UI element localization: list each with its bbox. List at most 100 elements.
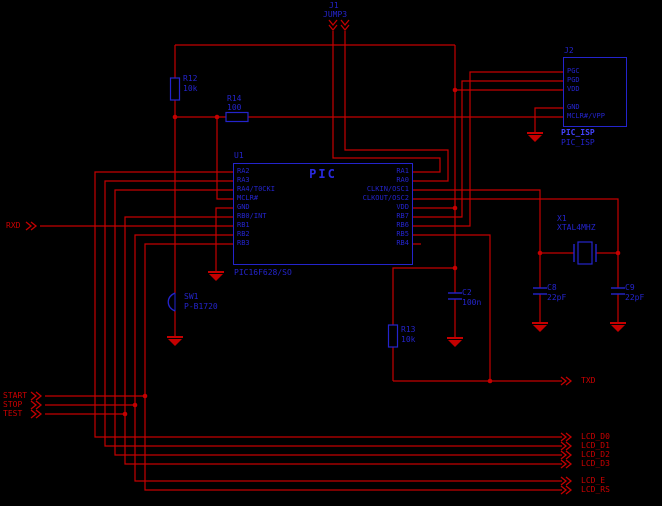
pic-pin-rb0: RB0/INT [237, 212, 267, 220]
pic-pin-osc1: CLKIN/OSC1 [366, 185, 409, 193]
pic-pin-gnd: GND [237, 203, 250, 211]
c9-ref: C9 [625, 283, 635, 292]
pic-pin-rb7: RB7 [396, 212, 409, 220]
port-chevron-icon[interactable] [560, 485, 573, 495]
c2-value: 100n [462, 298, 482, 307]
c8-ref: C8 [547, 283, 557, 292]
wire[interactable] [124, 216, 562, 465]
wire[interactable] [215, 207, 233, 272]
wire[interactable] [94, 171, 562, 438]
port-chevron-icon[interactable] [340, 19, 350, 32]
isp-name-bold: PIC_ISP [561, 128, 595, 137]
port-chevron-icon[interactable] [25, 221, 38, 231]
port-label-lcd-d0: LCD_D0 [581, 432, 610, 441]
port-label-stop: STOP [3, 400, 23, 409]
wire[interactable] [413, 198, 619, 288]
r13-value: 10k [401, 335, 416, 344]
port-chevron-icon[interactable] [560, 476, 573, 486]
isp-pin-vdd: VDD [567, 85, 580, 93]
port-label-lcd-e: LCD_E [581, 476, 606, 485]
pic-pin-rb3: RB3 [237, 239, 250, 247]
port-label-lcd-d3: LCD_D3 [581, 459, 610, 468]
pic-pin-rb1: RB1 [237, 221, 250, 229]
ground-symbol [448, 340, 462, 347]
pic-designator: U1 [234, 151, 244, 160]
port-chevron-icon[interactable] [560, 450, 573, 460]
pic-pin-mclr: MCLR# [237, 194, 259, 202]
pic-pin-rb5: RB5 [396, 230, 409, 238]
isp-pin-pgc: PGC [567, 67, 580, 75]
junction-dot [487, 378, 493, 384]
port-label-start: START [3, 391, 28, 400]
isp-connector-body[interactable] [563, 57, 627, 127]
pic-pin-rb2: RB2 [237, 230, 250, 238]
wire[interactable] [413, 71, 563, 227]
wire[interactable] [344, 31, 449, 182]
wire[interactable] [104, 180, 562, 447]
ground-symbol [209, 274, 223, 281]
r12-value: 10k [183, 84, 198, 93]
port-label-lcd-d2: LCD_D2 [581, 450, 610, 459]
c9-value: 22pF [625, 293, 645, 302]
ground-symbol [533, 325, 547, 332]
junction-dot [452, 265, 458, 271]
jumper-designator: J1 [329, 1, 339, 10]
port-chevron-icon[interactable] [328, 19, 338, 32]
resistor-symbol[interactable] [225, 111, 249, 123]
wire[interactable] [134, 234, 562, 482]
port-chevron-icon[interactable] [560, 376, 573, 386]
wire[interactable] [144, 243, 562, 491]
ground-symbol [168, 339, 182, 346]
wire[interactable] [534, 107, 563, 133]
pic-pin-rb6: RB6 [396, 221, 409, 229]
jumper-label: JUMP3 [323, 10, 348, 19]
ground-symbol [528, 135, 542, 142]
port-label-lcd-d1: LCD_D1 [581, 441, 610, 450]
junction-dot [172, 114, 178, 120]
port-chevron-icon[interactable] [560, 459, 573, 469]
junction-dot [214, 114, 220, 120]
c2-ref: C2 [462, 288, 472, 297]
port-chevron-icon[interactable] [30, 400, 43, 410]
port-chevron-icon[interactable] [30, 391, 43, 401]
junction-dot [122, 411, 128, 417]
wire[interactable] [413, 234, 491, 381]
isp-designator: J2 [564, 46, 574, 55]
sw1-ref: SW1 [184, 292, 199, 301]
pic-pin-ra1: RA1 [396, 167, 409, 175]
port-label-lcd-rs: LCD_RS [581, 485, 610, 494]
pic-title: PIC [309, 167, 337, 181]
isp-pin-pgd: PGD [567, 76, 580, 84]
resistor-symbol[interactable] [387, 324, 399, 348]
port-chevron-icon[interactable] [560, 432, 573, 442]
pic-pin-ra4: RA4/T0CKI [237, 185, 275, 193]
pic-pin-ra0: RA0 [396, 176, 409, 184]
pic-mcu-body[interactable] [233, 163, 413, 265]
sw1-value: P-B1720 [184, 302, 218, 311]
wire[interactable] [332, 31, 441, 173]
pic-part-number: PIC16F628/SO [234, 268, 292, 277]
switch-symbol[interactable] [167, 292, 176, 312]
wire[interactable] [413, 80, 563, 218]
pic-pin-osc2: CLKOUT/OSC2 [362, 194, 409, 202]
r13-ref: R13 [401, 325, 416, 334]
wire[interactable] [114, 189, 562, 456]
isp-pin-gnd: GND [567, 103, 580, 111]
port-label-txd: TXD [581, 376, 596, 385]
junction-dot [615, 250, 621, 256]
c8-value: 22pF [547, 293, 567, 302]
crystal-symbol[interactable] [577, 241, 593, 265]
junction-dot [537, 250, 543, 256]
wire[interactable] [216, 117, 233, 200]
r14-ref: R14 [227, 94, 242, 103]
wire[interactable] [392, 267, 455, 325]
junction-dot [452, 87, 458, 93]
isp-pin-mclr: MCLR#/VPP [567, 112, 605, 120]
resistor-symbol[interactable] [169, 77, 181, 101]
pic-pin-rb4: RB4 [396, 239, 409, 247]
wire[interactable] [413, 189, 541, 288]
port-chevron-icon[interactable] [30, 409, 43, 419]
port-chevron-icon[interactable] [560, 441, 573, 451]
pic-pin-ra2: RA2 [237, 167, 250, 175]
